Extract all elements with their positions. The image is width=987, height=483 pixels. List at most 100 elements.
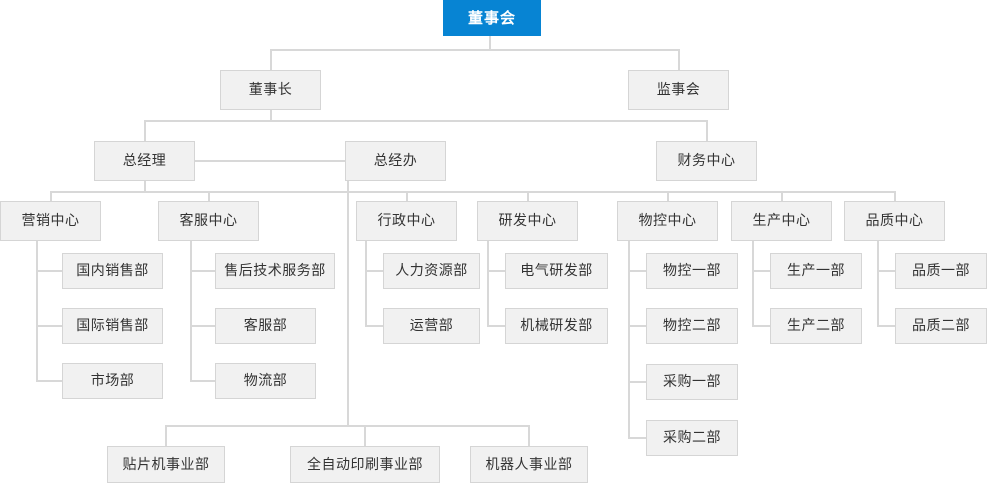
org-node-label: 物控二部: [663, 318, 721, 334]
org-node-purchase-1[interactable]: 采购一部: [646, 364, 738, 400]
org-node-label: 董事长: [248, 82, 293, 98]
org-node-label: 生产二部: [787, 318, 845, 334]
connector-quality-drop: [894, 191, 896, 201]
org-node-service[interactable]: 客服中心: [158, 201, 259, 241]
connector-service-stub-1: [190, 270, 215, 272]
connector-quality-stub-1: [877, 270, 895, 272]
org-node-hr[interactable]: 人力资源部: [383, 253, 480, 289]
org-node-gm[interactable]: 总经理: [94, 141, 195, 181]
connector-material-stub-1: [628, 270, 646, 272]
org-node-label: 采购二部: [663, 430, 721, 446]
org-node-customer-dept[interactable]: 客服部: [215, 308, 316, 344]
org-node-marketing[interactable]: 营销中心: [0, 201, 101, 241]
connector-rd-spine: [487, 241, 489, 327]
connector-admin-stub-2: [365, 325, 383, 327]
org-node-label: 物控一部: [663, 263, 721, 279]
connector-level3-bus: [50, 191, 895, 193]
org-node-finance[interactable]: 财务中心: [656, 141, 757, 181]
connector-gm-to-gmoffice: [195, 160, 345, 162]
org-node-label: 监事会: [656, 82, 701, 98]
connector-production-spine: [752, 241, 754, 327]
org-node-label: 品质中心: [865, 213, 924, 229]
org-node-label: 国际销售部: [76, 318, 149, 334]
connector-marketing-spine: [36, 241, 38, 382]
org-node-quality-1[interactable]: 品质一部: [895, 253, 987, 289]
org-node-label: 营销中心: [21, 213, 80, 229]
org-node-gm-office[interactable]: 总经办: [345, 141, 446, 181]
org-node-label: 总经办: [373, 153, 418, 169]
connector-bu-bus: [165, 425, 530, 427]
org-node-operations[interactable]: 运营部: [383, 308, 480, 344]
org-node-label: 品质二部: [912, 318, 970, 334]
org-node-bu-robot[interactable]: 机器人事业部: [470, 446, 588, 483]
org-node-label: 国内销售部: [76, 263, 149, 279]
org-node-label: 机器人事业部: [485, 456, 573, 473]
org-node-production-2[interactable]: 生产二部: [770, 308, 862, 344]
org-node-production[interactable]: 生产中心: [731, 201, 832, 241]
connector-supervisors-drop: [678, 49, 680, 70]
org-node-material-2[interactable]: 物控二部: [646, 308, 738, 344]
connector-level2-bus: [144, 120, 707, 122]
org-node-admin[interactable]: 行政中心: [356, 201, 457, 241]
org-node-label: 物流部: [243, 373, 288, 389]
org-node-material[interactable]: 物控中心: [617, 201, 718, 241]
org-node-material-1[interactable]: 物控一部: [646, 253, 738, 289]
org-node-chairman[interactable]: 董事长: [220, 70, 321, 110]
org-node-bu-printing[interactable]: 全自动印刷事业部: [290, 446, 440, 483]
connector-chairman-stem: [270, 110, 272, 121]
connector-gm-drop: [144, 120, 146, 141]
org-node-label: 采购一部: [663, 374, 721, 390]
org-node-board[interactable]: 董事会: [443, 0, 541, 36]
org-node-quality[interactable]: 品质中心: [844, 201, 945, 241]
connector-material-drop: [667, 191, 669, 201]
connector-quality-spine: [877, 241, 879, 327]
connector-finance-drop: [706, 120, 708, 141]
org-node-bu-smt[interactable]: 贴片机事业部: [107, 446, 225, 483]
connector-rd-drop: [527, 191, 529, 201]
org-node-sales-domestic[interactable]: 国内销售部: [62, 253, 163, 289]
org-node-after-sales[interactable]: 售后技术服务部: [215, 253, 335, 289]
org-node-quality-2[interactable]: 品质二部: [895, 308, 987, 344]
org-node-rd-electric[interactable]: 电气研发部: [505, 253, 608, 289]
org-node-rd-mechanical[interactable]: 机械研发部: [505, 308, 608, 344]
org-node-label: 品质一部: [912, 263, 970, 279]
connector-marketing-stub-2: [36, 325, 62, 327]
connector-admin-stub-1: [365, 270, 383, 272]
connector-service-drop: [208, 191, 210, 201]
org-node-rd[interactable]: 研发中心: [477, 201, 578, 241]
org-node-label: 客服部: [243, 318, 288, 334]
org-node-label: 总经理: [122, 153, 167, 169]
connector-service-stub-3: [190, 380, 215, 382]
org-node-production-1[interactable]: 生产一部: [770, 253, 862, 289]
connector-level1-bus: [270, 49, 680, 51]
connector-rd-stub-2: [487, 325, 505, 327]
org-node-label: 机械研发部: [520, 318, 593, 334]
connector-production-stub-1: [752, 270, 770, 272]
org-node-market-dept[interactable]: 市场部: [62, 363, 163, 399]
connector-service-stub-2: [190, 325, 215, 327]
org-node-label: 全自动印刷事业部: [307, 456, 423, 473]
connector-material-stub-3: [628, 381, 646, 383]
connector-quality-stub-2: [877, 325, 895, 327]
org-node-label: 行政中心: [377, 213, 436, 229]
connector-marketing-stub-1: [36, 270, 62, 272]
connector-board-stem: [489, 36, 491, 50]
org-node-supervisors[interactable]: 监事会: [628, 70, 729, 110]
org-node-sales-intl[interactable]: 国际销售部: [62, 308, 163, 344]
connector-admin-drop: [406, 191, 408, 201]
connector-rd-stub-1: [487, 270, 505, 272]
org-node-purchase-2[interactable]: 采购二部: [646, 420, 738, 456]
org-node-logistics[interactable]: 物流部: [215, 363, 316, 399]
connector-gmoffice-spine: [347, 181, 349, 426]
connector-material-stub-4: [628, 437, 646, 439]
connector-marketing-drop: [50, 191, 52, 201]
connector-admin-spine: [365, 241, 367, 327]
connector-service-spine: [190, 241, 192, 382]
org-node-label: 电气研发部: [520, 263, 593, 279]
org-node-label: 客服中心: [179, 213, 238, 229]
org-node-label: 研发中心: [498, 213, 557, 229]
connector-material-spine: [628, 241, 630, 438]
org-node-label: 董事会: [467, 8, 516, 27]
org-node-label: 运营部: [409, 318, 454, 334]
connector-production-stub-2: [752, 325, 770, 327]
